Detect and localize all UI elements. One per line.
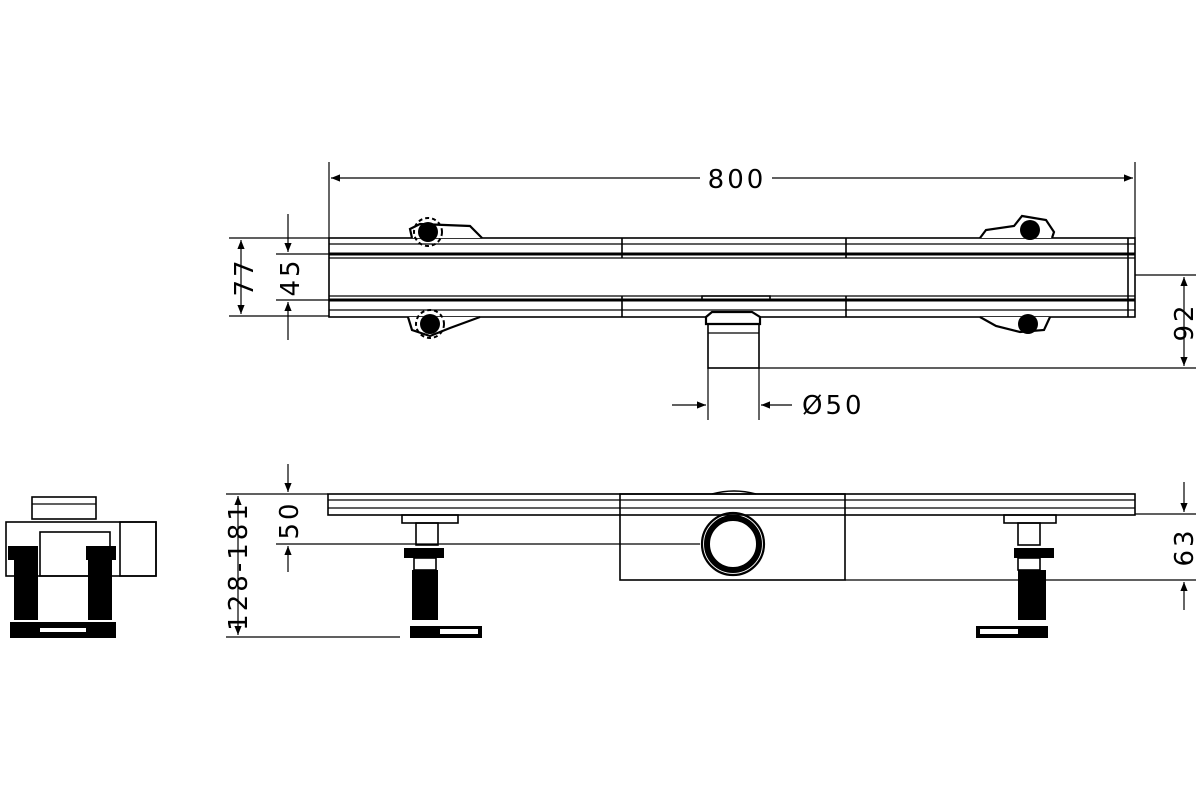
outlet-offset-label: 92 bbox=[1170, 302, 1200, 341]
adjustable-foot-left bbox=[401, 514, 482, 638]
drain-channel-side bbox=[327, 490, 1136, 581]
overall-width-label: 77 bbox=[230, 257, 260, 296]
drain-channel-top bbox=[328, 237, 1136, 318]
outlet-diameter-label: Ø50 bbox=[802, 391, 865, 421]
body-depth-dimension: 63 bbox=[845, 482, 1200, 610]
outlet-offset-dimension: 92 bbox=[759, 274, 1200, 369]
outlet-diameter-dimension: Ø50 bbox=[672, 368, 865, 421]
width-dimensions: 77 45 bbox=[229, 214, 329, 340]
adjustable-foot-right bbox=[976, 514, 1057, 638]
top-view: 800 bbox=[229, 162, 1200, 421]
side-view: 128-181 50 63 bbox=[224, 464, 1200, 638]
installation-height-dimension: 128-181 bbox=[224, 493, 400, 638]
length-dimension: 800 bbox=[328, 162, 1136, 238]
installation-height-label: 128-181 bbox=[224, 501, 254, 631]
outlet-height-dimension: 50 bbox=[275, 464, 700, 572]
outlet-top bbox=[701, 295, 771, 369]
channel-width-label: 45 bbox=[276, 257, 306, 296]
bracket-top-right bbox=[979, 214, 1056, 240]
end-view bbox=[5, 496, 157, 638]
outlet-height-label: 50 bbox=[275, 500, 305, 539]
length-label: 800 bbox=[708, 165, 767, 195]
body-depth-label: 63 bbox=[1170, 527, 1200, 566]
bracket-bottom-left bbox=[406, 309, 481, 339]
bracket-top-left bbox=[408, 217, 483, 247]
bracket-bottom-right bbox=[979, 314, 1051, 334]
